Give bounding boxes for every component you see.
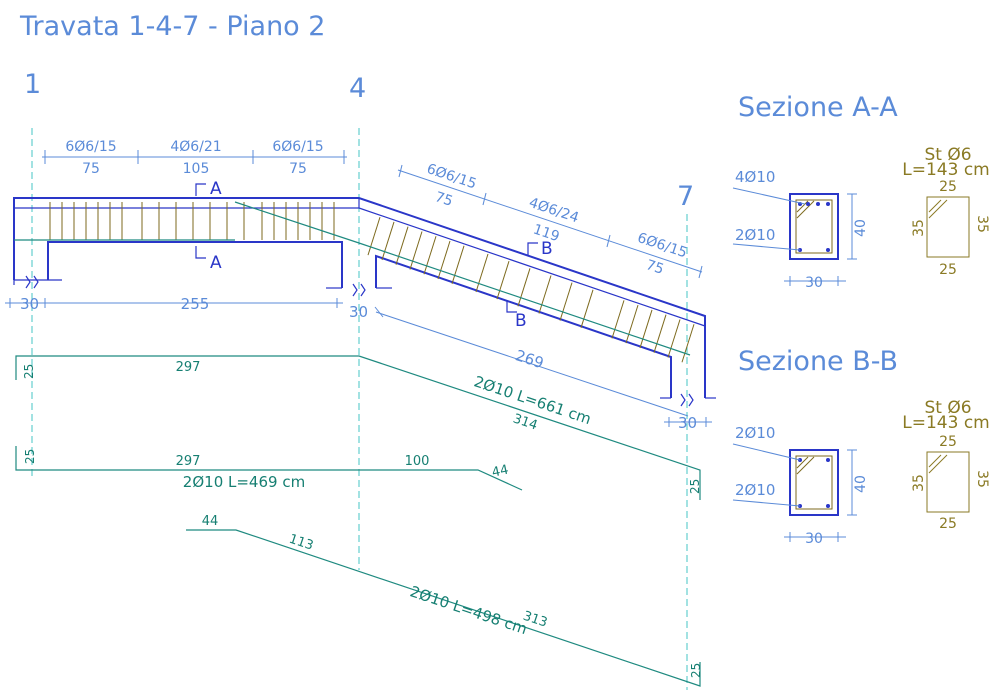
svg-text:A: A: [210, 253, 222, 273]
svg-text:30: 30: [805, 531, 823, 547]
svg-text:297: 297: [176, 454, 201, 469]
svg-text:25: 25: [939, 179, 957, 195]
svg-text:St Ø6: St Ø6: [924, 398, 971, 418]
svg-text:297: 297: [176, 360, 201, 375]
stirrup-label-3: 6Ø6/15: [272, 139, 323, 155]
section-b-b: Sezione B-B 2Ø10 2Ø10 40 30 St Ø6 L=143 …: [732, 346, 990, 547]
axis-lines: [31, 128, 688, 690]
section-a-a: Sezione A-A 4Ø10 2Ø10 40 30 St Ø6 L=143 …: [732, 92, 990, 291]
svg-text:2Ø10 L=469 cm: 2Ø10 L=469 cm: [183, 473, 305, 491]
stirrup-length-4: 75: [433, 189, 455, 210]
beam-outline: [13, 197, 716, 399]
axis-label-7: 7: [677, 181, 694, 212]
stirrup-line: [395, 226, 409, 265]
stirrup-length-6: 75: [644, 257, 666, 278]
stirrup-line: [517, 268, 531, 307]
stirrup-line: [667, 319, 681, 358]
svg-text:30: 30: [20, 295, 39, 313]
stirrups-span1: [49, 202, 335, 240]
svg-text:35: 35: [974, 470, 990, 488]
stirrup-line: [625, 304, 639, 344]
svg-text:100: 100: [405, 454, 430, 469]
stirrup-line: [475, 253, 489, 293]
svg-text:40: 40: [853, 219, 869, 237]
svg-text:25: 25: [939, 434, 957, 450]
stirrup-label-6: 6Ø6/15: [635, 230, 689, 261]
svg-text:255: 255: [181, 295, 210, 313]
svg-text:313: 313: [521, 609, 549, 631]
rebar-detail-2: 25 297 100 44 2Ø10 L=469 cm 25: [15, 446, 702, 494]
stirrup-line: [367, 217, 381, 256]
stirrup-line: [611, 300, 625, 339]
svg-text:2Ø10 L=498 cm: 2Ø10 L=498 cm: [408, 582, 530, 638]
stirrup-line: [681, 324, 695, 363]
svg-text:A: A: [210, 179, 222, 199]
stirrup-label-2: 4Ø6/21: [170, 139, 221, 155]
section-b-title: Sezione B-B: [738, 346, 898, 377]
rebar-detail-1: 25 297 2Ø10 L=661 cm 314: [15, 355, 701, 500]
svg-text:269: 269: [513, 346, 546, 372]
stirrup-line: [496, 261, 510, 300]
stirrup-line: [437, 240, 451, 280]
svg-text:25: 25: [23, 449, 37, 464]
stirrup-line: [639, 309, 653, 349]
axis-label-1: 1: [24, 69, 41, 100]
svg-text:314: 314: [511, 411, 539, 433]
svg-text:2Ø10: 2Ø10: [735, 424, 775, 442]
svg-text:L=143 cm: L=143 cm: [902, 413, 989, 433]
stirrup-length-3: 75: [289, 161, 307, 177]
stirrup-length-2: 105: [183, 161, 210, 177]
stirrup-length-1: 75: [82, 161, 100, 177]
svg-text:25: 25: [688, 479, 702, 494]
stirrup-label-1: 6Ø6/15: [65, 139, 116, 155]
stirrup-line: [653, 314, 667, 353]
stirrup-line: [538, 275, 552, 314]
svg-text:30: 30: [349, 303, 368, 321]
svg-text:25: 25: [939, 262, 957, 278]
stirrup-line: [409, 231, 423, 270]
stirrup-line: [423, 236, 437, 275]
stirrups-span2: [367, 217, 695, 363]
drawing-title: Travata 1-4-7 - Piano 2: [19, 11, 325, 42]
svg-text:2Ø10: 2Ø10: [735, 226, 775, 244]
svg-text:30: 30: [678, 414, 697, 432]
rebar-detail-3: 44 113 2Ø10 L=498 cm 313 25: [186, 514, 703, 687]
bent-bar-in-beam: [14, 201, 691, 356]
svg-text:25: 25: [939, 516, 957, 532]
stirrup-dimension-span2: 6Ø6/15 75 4Ø6/24 119 6Ø6/15 75: [397, 161, 703, 279]
svg-text:35: 35: [974, 215, 990, 233]
cut-marker-a: A A: [195, 179, 222, 273]
svg-text:30: 30: [805, 275, 823, 291]
svg-text:44: 44: [491, 463, 510, 481]
stirrup-line: [381, 221, 395, 261]
stirrup-line: [559, 282, 573, 321]
svg-text:4Ø10: 4Ø10: [735, 168, 775, 186]
svg-text:25: 25: [22, 364, 36, 379]
stirrup-line: [580, 289, 594, 328]
svg-text:L=143 cm: L=143 cm: [902, 160, 989, 180]
stirrup-dimension-span1: 6Ø6/15 75 4Ø6/21 105 6Ø6/15 75: [42, 139, 347, 177]
svg-text:40: 40: [853, 475, 869, 493]
svg-text:25: 25: [689, 663, 703, 678]
svg-text:B: B: [515, 311, 527, 331]
section-a-title: Sezione A-A: [738, 92, 898, 123]
stirrup-line: [451, 245, 465, 284]
svg-text:B: B: [541, 239, 553, 259]
svg-text:113: 113: [287, 532, 315, 554]
axis-label-4: 4: [349, 73, 366, 104]
svg-text:2Ø10: 2Ø10: [735, 481, 775, 499]
svg-text:44: 44: [202, 514, 219, 529]
support-marks: [25, 275, 694, 407]
svg-text:35: 35: [911, 474, 927, 492]
cut-marker-b: B B: [506, 239, 553, 331]
svg-text:35: 35: [911, 219, 927, 237]
svg-text:St Ø6: St Ø6: [924, 145, 971, 165]
